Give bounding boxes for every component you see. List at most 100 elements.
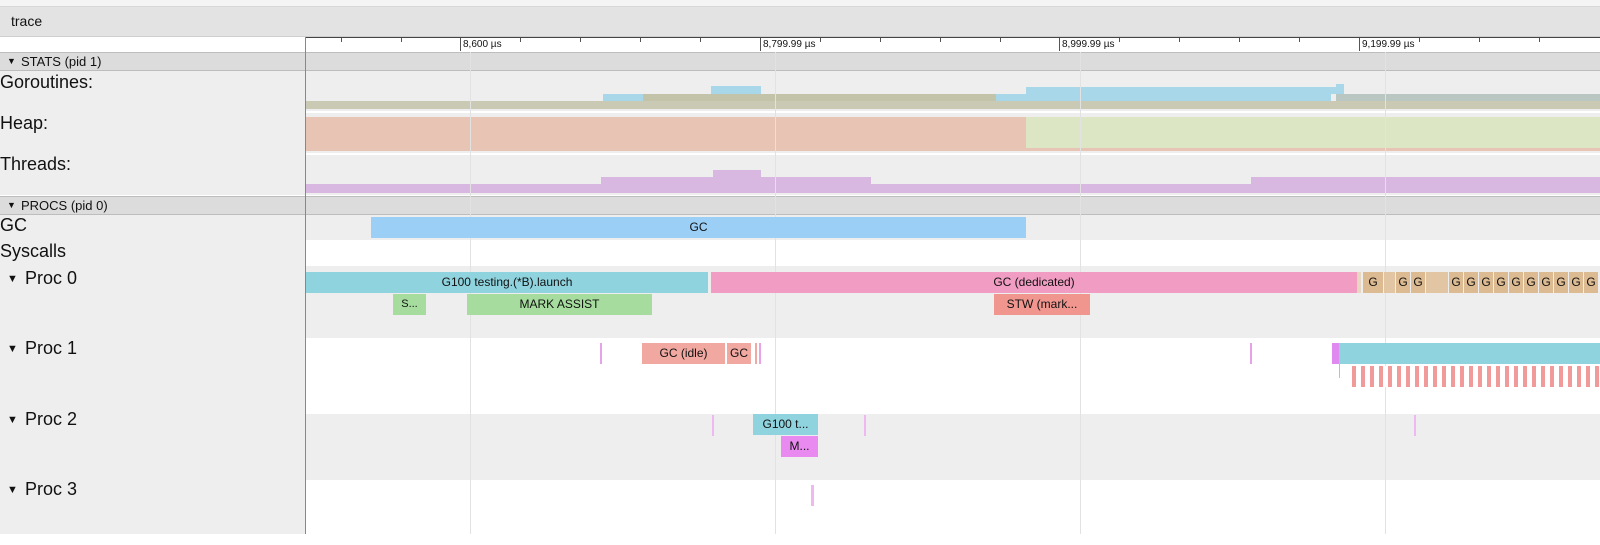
tail-slice xyxy=(1384,272,1395,293)
tiny-slice xyxy=(1339,364,1340,378)
syscalls-track[interactable] xyxy=(306,240,1600,266)
ruler-label: 8,600 µs xyxy=(463,39,502,50)
grid-line xyxy=(1385,52,1386,534)
stw-mark-slice[interactable]: STW (mark... xyxy=(994,294,1090,315)
proc0-row-label[interactable]: ▼ Proc 0 xyxy=(7,268,77,289)
ruler-tick xyxy=(820,38,821,42)
proc3-row-label[interactable]: ▼Proc 3 xyxy=(7,479,77,500)
ruler-tick xyxy=(700,38,701,42)
tiny-slice[interactable] xyxy=(759,343,761,364)
g-slice[interactable]: G xyxy=(1479,272,1493,293)
ruler-tick xyxy=(760,38,761,51)
g-slice[interactable]: G xyxy=(1449,272,1463,293)
tiny-slice[interactable] xyxy=(712,415,714,436)
label-timeline-divider[interactable] xyxy=(305,37,306,534)
ruler-tick xyxy=(1000,38,1001,42)
goroutines-counter-track[interactable] xyxy=(306,71,1600,111)
syscalls-row-label: Syscalls xyxy=(0,241,67,261)
heap-counter-track[interactable] xyxy=(306,113,1600,153)
heap-label: Heap: xyxy=(0,113,49,133)
g-slice[interactable]: G xyxy=(1464,272,1478,293)
expand-triangle-icon[interactable]: ▼ xyxy=(7,273,18,286)
g-slice[interactable]: G xyxy=(1396,272,1410,293)
window-top-edge xyxy=(0,0,1600,7)
grid-line xyxy=(1080,52,1081,534)
proc2-row-label[interactable]: ▼ Proc 2 xyxy=(7,409,77,430)
threads-area xyxy=(601,177,871,184)
trace-title-bar: trace xyxy=(0,7,1600,37)
threads-spike xyxy=(713,170,761,177)
g-slice[interactable]: G xyxy=(1584,272,1598,293)
grid-line xyxy=(470,52,471,534)
proc3-track[interactable] xyxy=(306,480,1600,534)
tiny-slice[interactable] xyxy=(600,343,602,364)
stats-label-column: Goroutines: Heap: Threads: xyxy=(0,71,305,195)
proc1-label-text: Proc 1 xyxy=(25,338,78,358)
ruler-tick xyxy=(1479,38,1480,42)
gc-slice[interactable]: GC xyxy=(371,217,1026,238)
collapse-triangle-icon[interactable]: ▼ xyxy=(7,56,16,66)
gc-slice-small[interactable]: GC xyxy=(727,343,751,364)
gc-dedicated-slice[interactable]: GC (dedicated) xyxy=(711,272,1357,293)
stats-section-title: STATS (pid 1) xyxy=(21,54,102,69)
tiny-slice[interactable] xyxy=(864,415,866,436)
ruler-tick xyxy=(880,38,881,42)
ruler-label: 9,199.99 µs xyxy=(1362,39,1415,50)
s-slice[interactable]: S... xyxy=(393,294,426,315)
collapse-triangle-icon[interactable]: ▼ xyxy=(7,200,16,210)
threads-area xyxy=(1251,177,1600,184)
g-slice[interactable]: G xyxy=(1524,272,1538,293)
procs-section-header[interactable]: ▼ PROCS (pid 0) xyxy=(0,196,1600,215)
tiny-slice[interactable] xyxy=(1414,415,1416,436)
gc-idle-slice[interactable]: GC (idle) xyxy=(642,343,725,364)
expand-triangle-icon[interactable]: ▼ xyxy=(7,484,18,497)
stats-section-header[interactable]: ▼ STATS (pid 1) xyxy=(0,52,1600,71)
goroutines-running-area xyxy=(306,101,1600,109)
g-slice[interactable]: G xyxy=(1554,272,1568,293)
tiny-slice[interactable] xyxy=(1250,343,1252,364)
m-slice[interactable]: M... xyxy=(781,436,818,457)
goroutines-mixed-area xyxy=(1336,94,1600,101)
ruler-tick xyxy=(640,38,641,42)
g-slice[interactable]: G xyxy=(1363,272,1383,293)
ruler-tick xyxy=(401,38,402,42)
grid-line xyxy=(775,52,776,534)
procs-section-title: PROCS (pid 0) xyxy=(21,198,108,213)
ruler-tick xyxy=(460,38,461,51)
expand-triangle-icon[interactable]: ▼ xyxy=(7,343,18,356)
g-slice[interactable]: G xyxy=(1494,272,1508,293)
proc2-label-text: Proc 2 xyxy=(25,409,78,429)
time-ruler[interactable]: 8,600 µs 8,799.99 µs 8,999.99 µs 9,199.9… xyxy=(305,37,1600,52)
ruler-tick xyxy=(940,38,941,42)
proc2-track[interactable] xyxy=(306,414,1600,480)
expand-triangle-icon[interactable]: ▼ xyxy=(7,414,18,427)
tiny-slice[interactable] xyxy=(755,343,757,364)
g-slice[interactable]: G xyxy=(1509,272,1523,293)
tiny-slice[interactable] xyxy=(811,485,814,506)
g-slice[interactable]: G xyxy=(1569,272,1583,293)
threads-label: Threads: xyxy=(0,154,72,174)
threads-counter-track[interactable] xyxy=(306,155,1600,195)
goroutines-runnable-area xyxy=(996,94,1331,101)
tiny-slice[interactable] xyxy=(1332,343,1339,364)
running-goroutine-slice[interactable] xyxy=(1339,343,1600,364)
ruler-tick xyxy=(1539,38,1540,42)
mark-assist-slice[interactable]: MARK ASSIST xyxy=(467,294,652,315)
gc-row-label: GC xyxy=(0,215,27,235)
tail-slice xyxy=(1357,272,1361,293)
g-slice[interactable]: G xyxy=(1411,272,1425,293)
g100-slice[interactable]: G100 t... xyxy=(753,414,818,435)
trace-title: trace xyxy=(11,13,43,29)
proc1-row-label[interactable]: ▼ Proc 1 xyxy=(7,338,77,359)
g-slice[interactable]: G xyxy=(1539,272,1553,293)
ruler-label: 8,799.99 µs xyxy=(763,39,816,50)
goroutines-runnable-spike xyxy=(711,86,761,94)
goroutines-label: Goroutines: xyxy=(0,72,94,92)
proc0-label-text: Proc 0 xyxy=(25,268,78,288)
heap-allocated-area xyxy=(306,117,1026,151)
ruler-tick xyxy=(520,38,521,42)
launch-slice[interactable]: G100 testing.(*B).launch xyxy=(306,272,708,293)
goroutines-running-area xyxy=(643,94,1123,101)
stw-burst-slices[interactable] xyxy=(1352,366,1600,387)
ruler-tick xyxy=(1359,38,1360,51)
